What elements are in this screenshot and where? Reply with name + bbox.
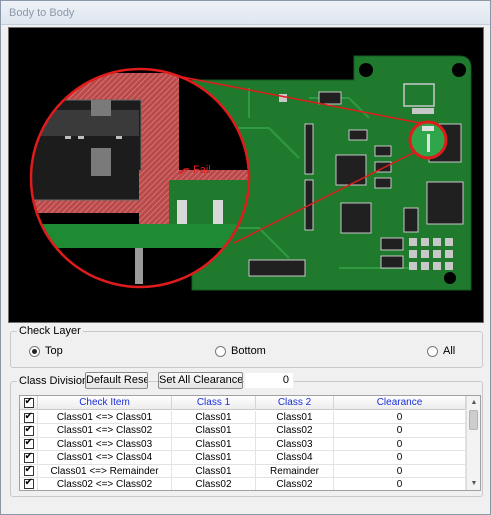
check-item-cell: Class01 <=> Class01	[38, 411, 172, 424]
check-item-cell: Class01 <=> Class02	[38, 424, 172, 438]
radio-top[interactable]: Top	[29, 345, 63, 357]
fail-label: Fail	[193, 164, 211, 176]
row-checkbox-cell[interactable]	[20, 464, 38, 478]
class-1-cell: Class01	[172, 424, 256, 438]
radio-dot[interactable]	[29, 345, 40, 357]
clearance-table: Check Item Class 1 Class 2 Clearance Cla…	[19, 395, 481, 491]
clearance-cell[interactable]: 0	[334, 477, 466, 490]
class-2-cell: Class03	[256, 437, 334, 451]
check-item-cell: Class01 <=> Class04	[38, 451, 172, 465]
class-1-cell: Class01	[172, 437, 256, 451]
pcb-preview: Fail	[8, 27, 484, 323]
mounting-hole	[359, 63, 373, 77]
row-checkbox[interactable]	[23, 451, 34, 463]
select-all-checkbox[interactable]	[23, 396, 34, 408]
radio-top-label: Top	[45, 345, 63, 357]
row-checkbox-cell[interactable]	[20, 437, 38, 451]
radio-dot[interactable]	[215, 345, 226, 357]
header-check-item[interactable]: Check Item	[38, 396, 172, 410]
fail-pointer	[178, 168, 189, 175]
check-item-cell: Class02 <=> Class02	[38, 477, 172, 490]
header-class-2[interactable]: Class 2	[256, 396, 334, 410]
radio-bottom[interactable]: Bottom	[215, 345, 266, 357]
scroll-up-icon[interactable]: ▲	[470, 399, 478, 406]
scroll-down-icon[interactable]: ▼	[470, 480, 478, 487]
set-all-clearance-value[interactable]: 0	[244, 372, 294, 389]
scroll-thumb[interactable]	[469, 410, 478, 430]
clearance-cell[interactable]: 0	[334, 451, 466, 465]
class-2-cell: Remainder	[256, 464, 334, 478]
zoom-lens: Fail	[31, 69, 249, 287]
pcb-components	[248, 83, 464, 277]
window-title: Body to Body	[9, 7, 75, 19]
pcb-illustration: Fail	[29, 55, 472, 291]
title-bar: Body to Body	[1, 1, 490, 25]
check-layer-label: Check Layer	[17, 325, 83, 337]
check-layer-group	[10, 331, 483, 368]
row-checkbox[interactable]	[23, 411, 34, 423]
class-2-cell: Class01	[256, 411, 334, 424]
clearance-cell[interactable]: 0	[334, 437, 466, 451]
clearance-cell[interactable]: 0	[334, 411, 466, 424]
row-checkbox-cell[interactable]	[20, 424, 38, 438]
row-checkbox[interactable]	[23, 438, 34, 450]
check-item-cell: Class01 <=> Remainder	[38, 464, 172, 478]
radio-dot[interactable]	[427, 345, 438, 357]
default-reset-button[interactable]: Default Reset	[85, 372, 148, 389]
row-checkbox[interactable]	[23, 424, 34, 436]
header-select-all[interactable]	[20, 396, 38, 410]
row-checkbox[interactable]	[23, 465, 34, 477]
radio-bottom-label: Bottom	[231, 345, 266, 357]
row-checkbox-cell[interactable]	[20, 477, 38, 490]
row-checkbox[interactable]	[23, 478, 34, 490]
radio-all[interactable]: All	[427, 345, 455, 357]
row-checkbox-cell[interactable]	[20, 451, 38, 465]
header-class-1[interactable]: Class 1	[172, 396, 256, 410]
set-all-clearance-button[interactable]: Set All Clearance To	[158, 372, 243, 389]
class-2-cell: Class04	[256, 451, 334, 465]
class-2-cell: Class02	[256, 477, 334, 490]
class-division-label: Class Division	[17, 375, 91, 387]
class-2-cell: Class02	[256, 424, 334, 438]
mounting-hole	[444, 272, 456, 284]
row-checkbox-cell[interactable]	[20, 411, 38, 424]
table-body: Class01 <=> Class01Class01Class010Class0…	[20, 411, 466, 490]
mounting-hole	[452, 63, 466, 77]
radio-all-label: All	[443, 345, 456, 357]
clearance-cell[interactable]: 0	[334, 424, 466, 438]
table-header: Check Item Class 1 Class 2 Clearance	[20, 396, 466, 410]
class-1-cell: Class02	[172, 477, 256, 490]
class-1-cell: Class01	[172, 464, 256, 478]
table-scrollbar[interactable]: ▲ ▼	[466, 396, 480, 490]
clearance-cell[interactable]: 0	[334, 464, 466, 478]
class-1-cell: Class01	[172, 451, 256, 465]
zoom-lens-border	[29, 67, 251, 289]
header-clearance[interactable]: Clearance	[334, 396, 466, 410]
check-item-cell: Class01 <=> Class03	[38, 437, 172, 451]
class-1-cell: Class01	[172, 411, 256, 424]
